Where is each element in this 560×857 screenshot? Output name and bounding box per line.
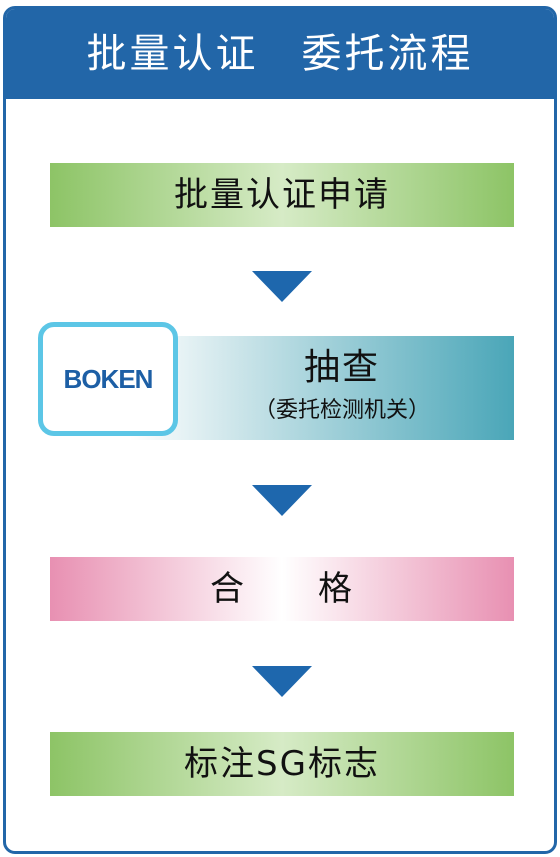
inspection-title: 抽查 [303,347,380,388]
inspection-subtitle: （委托检测机关） [253,398,430,423]
boken-logo-text: BOKEN [63,364,154,394]
arrow-down-icon [252,485,312,516]
diagram-title: 批量认证 委托流程 [6,9,554,99]
arrow-down-icon [252,271,312,302]
step-inspection: 抽查 （委托检测机关） [130,336,514,440]
step-apply: 批量认证申请 [50,163,514,227]
boken-logo: BOKEN [38,322,178,436]
arrow-down-icon [252,666,312,697]
step-sg-mark: 标注SG标志 [50,732,514,796]
step-pass: 合 格 [50,557,514,621]
